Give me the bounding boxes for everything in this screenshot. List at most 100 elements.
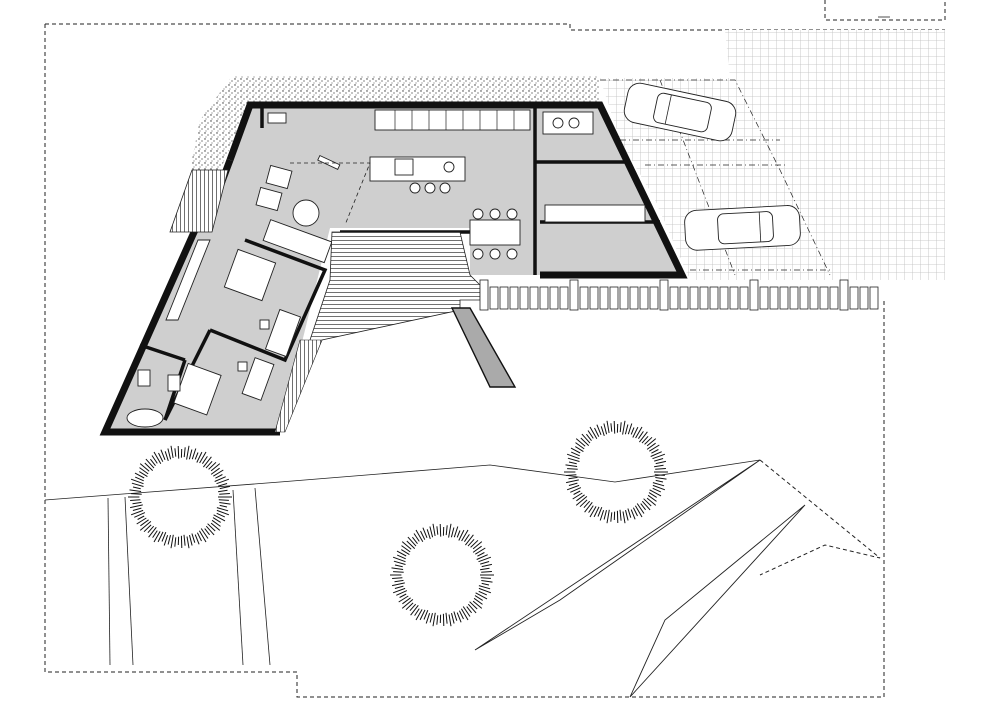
tree-ring-stroke xyxy=(215,474,223,479)
tree-ring-stroke xyxy=(453,526,459,538)
tree-3 xyxy=(564,420,668,524)
tree-ring-stroke xyxy=(619,509,622,521)
dining-table xyxy=(469,219,521,246)
tree-ring-stroke xyxy=(588,505,594,513)
tree-ring-stroke xyxy=(161,532,167,542)
tree-ring-stroke xyxy=(476,554,488,560)
planter-block xyxy=(699,286,709,310)
bedroom-1 xyxy=(223,248,302,358)
tree-ring-stroke xyxy=(150,458,156,467)
tree-ring-stroke xyxy=(130,478,144,485)
tree-ring-stroke xyxy=(646,438,657,447)
tree-ring-stroke xyxy=(198,530,207,543)
parked-car-top xyxy=(623,82,737,142)
tree-ring-stroke xyxy=(219,485,231,490)
corridor-cabinets xyxy=(165,239,211,321)
tree-ring-stroke xyxy=(571,451,580,457)
tree-ring-stroke xyxy=(148,526,157,538)
tree-ring-stroke xyxy=(568,482,578,486)
tree-ring-stroke xyxy=(448,523,452,538)
tree-1 xyxy=(128,445,232,549)
tree-ring-stroke xyxy=(213,469,224,477)
tree-ring-stroke xyxy=(392,577,403,579)
tree-ring-stroke xyxy=(652,487,662,493)
tree-ring-stroke xyxy=(129,489,142,492)
tree-ring-stroke xyxy=(218,499,229,501)
planter-block xyxy=(529,286,539,310)
tree-ring-stroke xyxy=(575,496,588,506)
tree-ring-stroke xyxy=(575,438,586,447)
tree-ring-stroke xyxy=(624,424,629,435)
planter-block xyxy=(629,286,639,310)
tree-ring-stroke xyxy=(194,534,200,545)
tree-ring-stroke xyxy=(144,462,154,471)
tree-ring-stroke xyxy=(655,468,666,470)
planter-block xyxy=(489,286,499,310)
tree-ring-stroke xyxy=(218,483,228,487)
tree-ring-stroke xyxy=(637,431,644,439)
tree-ring-stroke xyxy=(587,430,594,439)
tree-ring-stroke xyxy=(589,506,597,518)
tree-ring-stroke xyxy=(641,435,649,444)
tree-ring-stroke xyxy=(136,517,147,525)
tree-ring-stroke xyxy=(188,449,193,460)
tree-ring-stroke xyxy=(481,582,490,586)
tree-ring-stroke xyxy=(473,597,483,605)
tree-ring-stroke xyxy=(481,563,493,568)
planter-block xyxy=(749,279,759,311)
tree-ring-stroke xyxy=(445,612,448,624)
tree-ring-stroke xyxy=(140,519,149,527)
tree-ring-stroke xyxy=(481,571,492,573)
tree-ring-stroke xyxy=(600,426,605,437)
tree-ring-stroke xyxy=(130,509,144,516)
tree-ring-stroke xyxy=(627,423,633,435)
tree-ring-stroke xyxy=(392,587,406,594)
tree-ring-stroke xyxy=(393,571,404,573)
tree-ring-stroke xyxy=(463,534,470,542)
planter-block xyxy=(639,286,649,310)
tree-ring-stroke xyxy=(191,448,197,460)
tree-ring-stroke xyxy=(613,420,616,434)
tree-ring-stroke xyxy=(472,545,482,553)
bar-stools xyxy=(409,182,451,194)
tree-ring-stroke xyxy=(401,545,411,553)
tree-ring-stroke xyxy=(575,446,584,453)
tree-ring-stroke xyxy=(402,597,411,605)
tree-ring-stroke xyxy=(134,512,146,518)
tree-ring-stroke xyxy=(596,424,602,435)
planter-block xyxy=(479,279,489,311)
tree-ring-stroke xyxy=(630,509,636,520)
tree-ring-stroke xyxy=(174,537,177,547)
tree-ring-stroke xyxy=(567,457,580,462)
site-boundary xyxy=(44,0,946,698)
tree-ring-stroke xyxy=(448,614,452,627)
tree-ring-stroke xyxy=(439,523,442,537)
tree-ring-stroke xyxy=(654,464,664,468)
tree-ring-stroke xyxy=(131,482,144,487)
tree-ring-stroke xyxy=(208,461,217,470)
planter-block xyxy=(509,286,519,310)
tree-ring-stroke xyxy=(167,534,171,545)
tree-ring-stroke xyxy=(401,549,410,556)
tree-ring-stroke xyxy=(462,606,471,617)
living-furniture xyxy=(255,154,371,264)
tree-ring-stroke xyxy=(644,436,653,445)
tree-ring-stroke xyxy=(646,497,657,506)
tree-ring-stroke xyxy=(191,533,196,543)
tree-ring-stroke xyxy=(469,601,478,610)
tree-ring-stroke xyxy=(579,499,588,508)
tree-ring-stroke xyxy=(405,602,414,611)
tree-ring-stroke xyxy=(167,448,172,460)
planter-block xyxy=(859,286,869,310)
tree-ring-stroke xyxy=(467,538,475,547)
tree-ring-stroke xyxy=(394,585,404,589)
tree-ring-stroke xyxy=(212,517,221,523)
tree-ring-stroke xyxy=(572,492,583,500)
tree-ring-stroke xyxy=(132,501,142,505)
tree-ring-stroke xyxy=(652,484,666,491)
planter-block xyxy=(609,286,619,310)
planter-block xyxy=(819,286,829,310)
tree-ring-stroke xyxy=(622,420,626,435)
tree-ring-stroke xyxy=(420,530,426,540)
entrance-stairs xyxy=(169,169,229,233)
